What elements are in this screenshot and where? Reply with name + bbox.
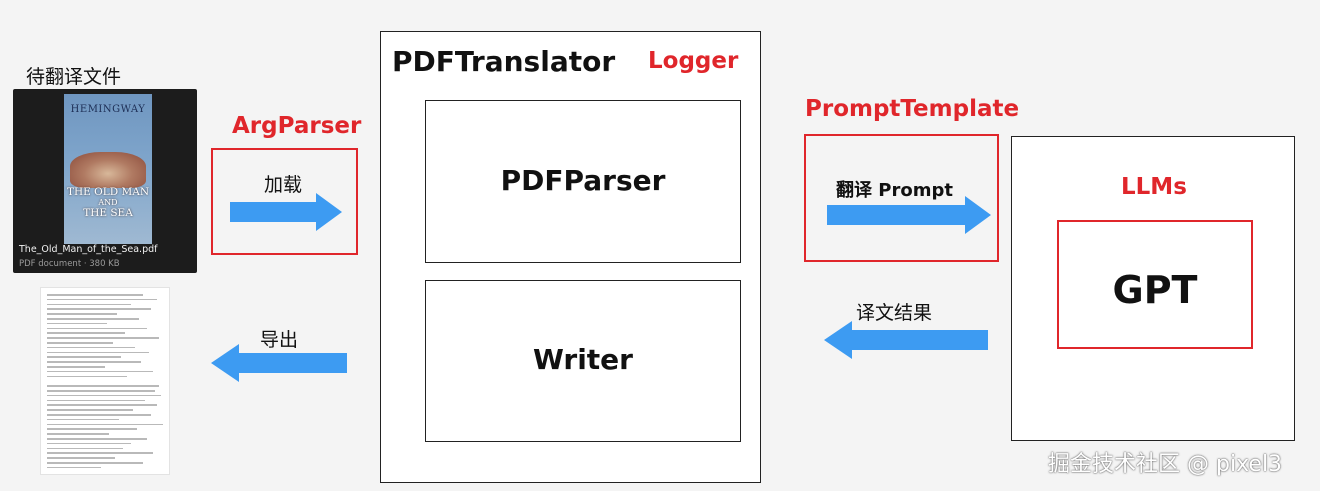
writer-label: Writer xyxy=(533,343,633,376)
document-text-line xyxy=(47,404,157,406)
document-text-line xyxy=(47,447,123,450)
document-text-line xyxy=(47,356,121,358)
prompt-template-box xyxy=(804,134,999,262)
document-text-line xyxy=(47,332,125,334)
export-arrow-shape xyxy=(211,344,347,382)
source-pdf-file-tile[interactable]: HEMINGWAY THE OLD MAN AND THE SEA The_Ol… xyxy=(13,89,197,273)
argparser-title: ArgParser xyxy=(232,113,362,139)
document-text-line xyxy=(47,318,139,320)
book-cover-title-line-2: AND xyxy=(98,198,118,207)
document-text-line xyxy=(47,442,131,445)
document-text-line xyxy=(47,428,137,430)
gpt-box xyxy=(1057,220,1253,349)
prompt-template-title: PromptTemplate xyxy=(805,96,1020,122)
document-text-line xyxy=(47,298,157,301)
document-text-line xyxy=(47,342,113,344)
source-file-meta: PDF document · 380 KB xyxy=(19,259,120,269)
document-text-line xyxy=(47,351,149,354)
document-text-line xyxy=(47,294,143,296)
llms-title: LLMs xyxy=(1121,174,1187,200)
pdf-parser-label: PDFParser xyxy=(500,164,666,197)
document-text-line xyxy=(47,438,147,440)
export-label: 导出 xyxy=(260,329,299,351)
document-text-line xyxy=(47,366,105,368)
translate-prompt-label: 翻译 Prompt xyxy=(836,180,953,201)
load-arrow-shape xyxy=(230,193,342,231)
book-cover-image: HEMINGWAY THE OLD MAN AND THE SEA xyxy=(64,94,152,244)
prompt-arrow-shape xyxy=(827,196,991,234)
watermark-text: 掘金技术社区 @ pixel3 xyxy=(1048,452,1283,477)
document-text-line xyxy=(47,337,159,339)
gpt-label: GPT xyxy=(1112,268,1198,312)
document-text-line xyxy=(47,370,153,373)
document-text-line xyxy=(47,390,155,392)
result-arrow-shape xyxy=(824,321,988,359)
document-text-line xyxy=(47,457,115,459)
document-text-line xyxy=(47,452,153,454)
translation-result-label: 译文结果 xyxy=(856,302,933,324)
book-cover-author: HEMINGWAY xyxy=(70,104,146,115)
writer-box xyxy=(425,280,741,442)
document-text-line xyxy=(47,375,127,378)
document-text-line xyxy=(47,308,151,310)
document-text-line xyxy=(47,322,107,325)
document-text-line xyxy=(47,399,145,402)
document-text-line xyxy=(47,433,109,435)
document-text-line xyxy=(47,418,119,421)
translated-document-page[interactable] xyxy=(40,287,170,475)
book-cover-title: THE OLD MAN AND THE SEA xyxy=(64,186,152,219)
document-text-line xyxy=(47,361,141,363)
book-cover-title-line-1: THE OLD MAN xyxy=(66,186,150,198)
book-cover-art xyxy=(70,152,146,188)
document-text-line xyxy=(47,385,159,387)
document-text-line xyxy=(47,303,131,306)
pdf-parser-box xyxy=(425,100,741,263)
source-file-label: 待翻译文件 xyxy=(26,66,122,88)
document-text-line xyxy=(47,394,161,397)
document-text-line xyxy=(47,409,133,411)
left-arrow-icon xyxy=(211,344,347,382)
argparser-box xyxy=(211,148,358,255)
right-arrow-icon xyxy=(230,193,342,231)
left-arrow-icon xyxy=(824,321,988,359)
pdf-translator-title: PDFTranslator xyxy=(392,45,616,78)
document-text-line xyxy=(47,327,147,330)
logger-label: Logger xyxy=(648,48,739,74)
document-text-line xyxy=(47,414,151,416)
load-label: 加载 xyxy=(264,174,303,196)
book-cover-title-line-3: THE SEA xyxy=(83,207,133,219)
document-text-line xyxy=(47,346,135,349)
document-text-line xyxy=(47,313,117,315)
right-arrow-icon xyxy=(827,196,991,234)
source-file-name: The_Old_Man_of_the_Sea.pdf xyxy=(19,244,158,255)
document-text-line xyxy=(47,423,163,426)
document-text-line xyxy=(47,466,101,469)
document-text-line xyxy=(47,462,143,464)
